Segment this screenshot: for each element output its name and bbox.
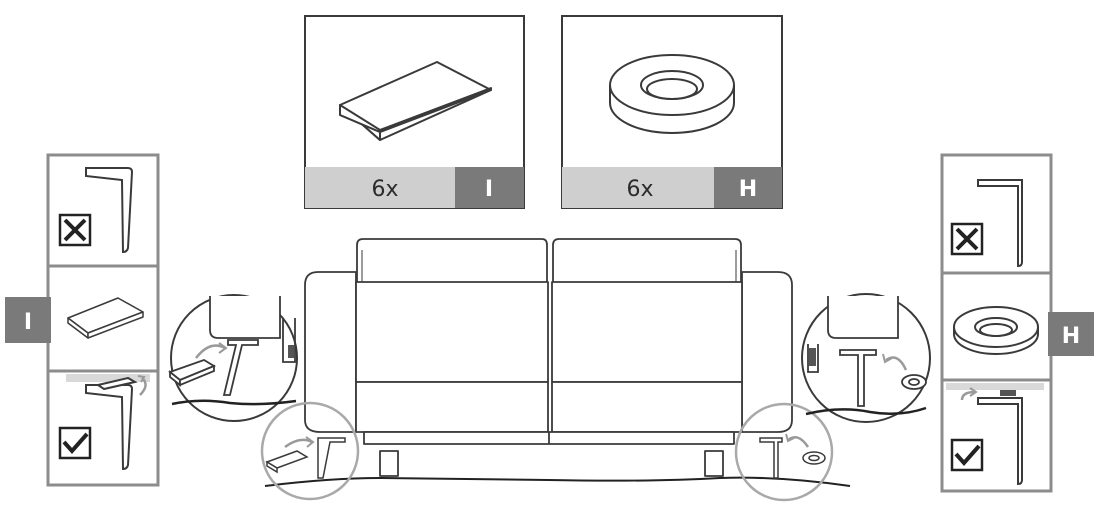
right-detail-callout bbox=[801, 293, 931, 423]
wedge-qty-bar bbox=[305, 167, 455, 208]
left-side-tag: I bbox=[24, 310, 32, 335]
sofa-drawing bbox=[304, 238, 793, 477]
wedge-tag: I bbox=[485, 177, 493, 202]
x-mark-icon bbox=[58, 213, 92, 247]
left-correct-leg bbox=[66, 374, 150, 471]
right-step-column bbox=[940, 153, 1053, 493]
right-correct-leg bbox=[946, 383, 1044, 486]
washer-qty-bar bbox=[562, 167, 714, 208]
washer-part-drawing bbox=[609, 54, 735, 134]
x-mark-icon bbox=[950, 222, 984, 256]
washer-qty: 6x bbox=[626, 177, 653, 202]
check-mark-icon bbox=[58, 426, 92, 460]
wedge-part-panel: 6x I bbox=[304, 15, 525, 209]
right-side-tag: H bbox=[1062, 324, 1080, 349]
right-side-tag-box bbox=[1048, 312, 1094, 356]
wedge-part-drawing bbox=[339, 61, 492, 141]
wedge-qty: 6x bbox=[371, 177, 398, 202]
right-incorrect-leg bbox=[977, 179, 1023, 268]
left-side-tag-box bbox=[5, 297, 51, 343]
floor-line bbox=[264, 476, 851, 487]
check-mark-icon bbox=[950, 438, 984, 472]
wedge-tag-box bbox=[455, 167, 524, 208]
left-step-column bbox=[46, 153, 160, 487]
washer-tag: H bbox=[739, 177, 757, 202]
right-washer-thumbnail bbox=[953, 306, 1039, 355]
washer-part-panel: 6x H bbox=[561, 15, 783, 209]
washer-tag-box bbox=[714, 167, 782, 208]
left-detail-callout bbox=[168, 294, 298, 422]
left-incorrect-leg bbox=[85, 167, 134, 254]
sofa-left-leg-callout bbox=[260, 401, 360, 501]
sofa-right-leg-callout bbox=[734, 402, 834, 502]
left-wedge-thumbnail bbox=[67, 297, 144, 339]
